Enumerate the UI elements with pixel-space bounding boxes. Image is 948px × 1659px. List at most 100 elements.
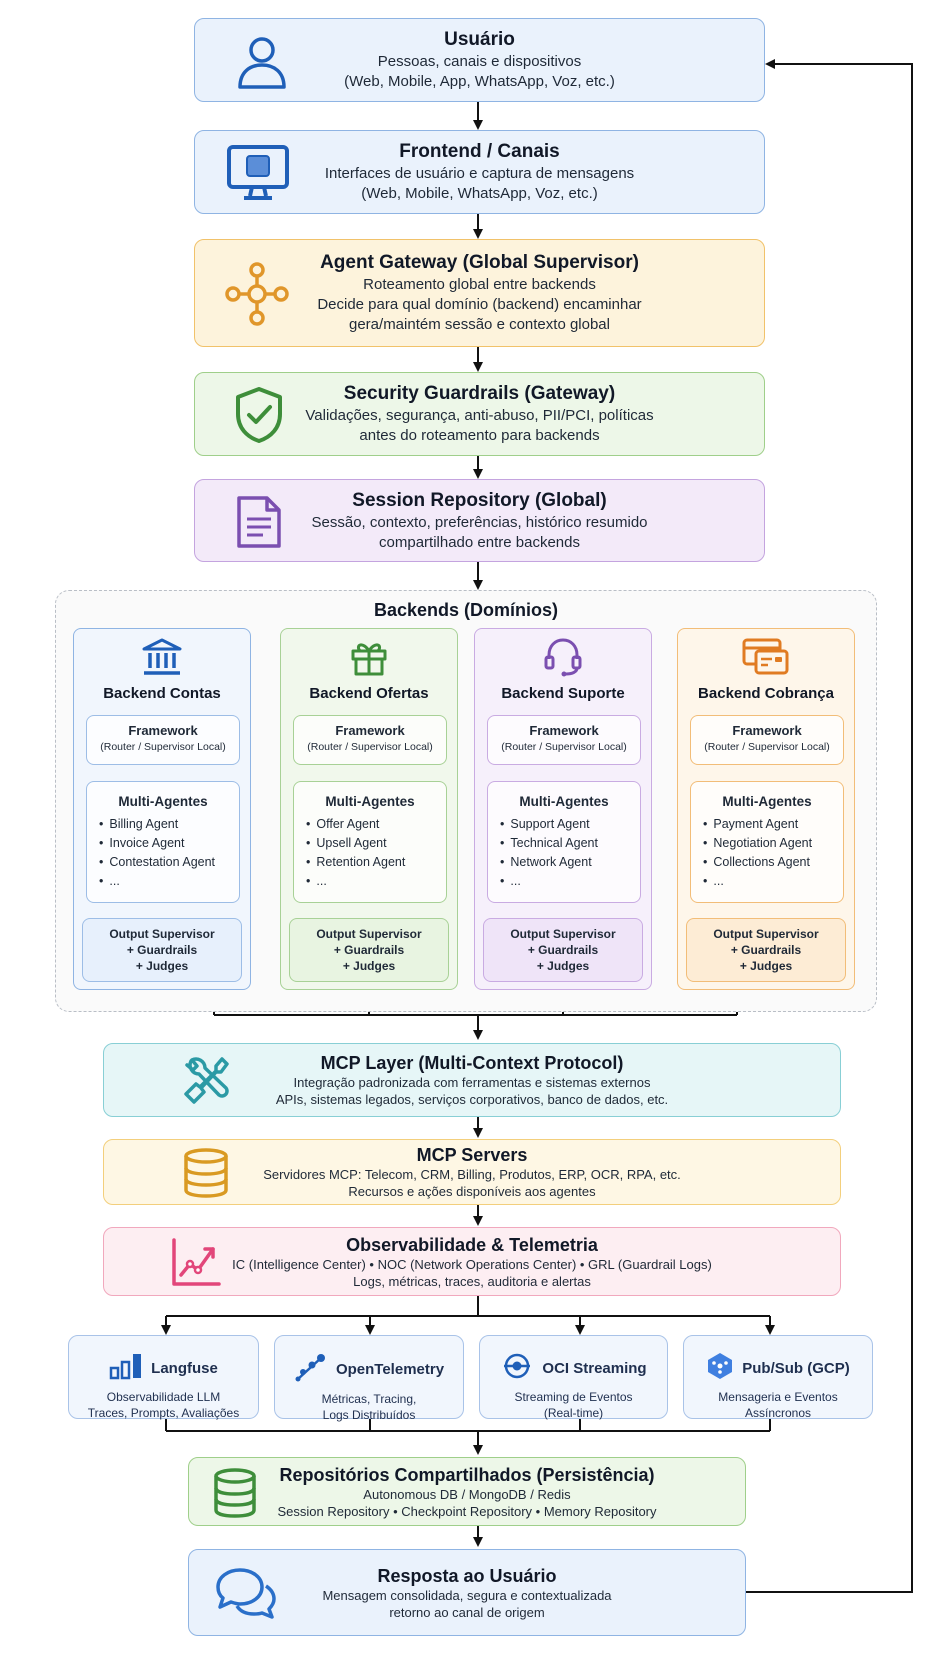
frontend-title: Frontend / Canais <box>399 141 560 162</box>
agent-item: Invoice Agent <box>99 834 239 853</box>
user-icon <box>233 33 291 91</box>
agent-item: Upsell Agent <box>306 834 446 853</box>
framework-box: Framework (Router / Supervisor Local) <box>293 715 447 765</box>
output-line: + Guardrails <box>730 943 802 957</box>
database-stack-icon <box>209 1468 261 1518</box>
observability-title: Observabilidade & Telemetria <box>346 1234 598 1255</box>
tools-icon <box>180 1054 234 1108</box>
bank-icon <box>74 637 250 677</box>
mcp-servers-box: MCP Servers Servidores MCP: Telecom, CRM… <box>103 1139 841 1205</box>
pubsub-box: Pub/Sub (GCP) Mensageria e Eventos Assín… <box>683 1335 873 1420</box>
repositorios-box: Repositórios Compartilhados (Persistênci… <box>188 1457 746 1526</box>
agent-item: Offer Agent <box>306 815 446 834</box>
agent-item: Contestation Agent <box>99 853 239 872</box>
document-icon <box>231 492 287 552</box>
session-line-1: Sessão, contexto, preferências, históric… <box>311 513 648 531</box>
output-line: Output Supervisor <box>109 927 215 941</box>
gateway-line-3: gera/maintém sessão e contexto global <box>349 316 610 333</box>
output-line: Output Supervisor <box>316 927 422 941</box>
output-line: Output Supervisor <box>713 927 819 941</box>
langfuse-line-2: Traces, Prompts, Avaliações <box>87 1406 240 1420</box>
framework-sub: (Router / Supervisor Local) <box>307 741 433 753</box>
output-line: + Judges <box>342 959 396 973</box>
backend-cobranca-title: Backend Cobrança <box>698 685 834 702</box>
pubsub-hexagon-icon <box>706 1352 734 1384</box>
mcp-layer-line-1: Integração padronizada com ferramentas e… <box>293 1075 651 1090</box>
mcp-layer-title: MCP Layer (Multi-Context Protocol) <box>320 1053 624 1073</box>
gateway-title: Agent Gateway (Global Supervisor) <box>320 252 639 273</box>
output-supervisor-box: Output Supervisor + Guardrails + Judges <box>289 918 449 982</box>
credit-card-icon <box>678 637 854 677</box>
framework-box: Framework (Router / Supervisor Local) <box>690 715 844 765</box>
framework-sub: (Router / Supervisor Local) <box>100 741 226 753</box>
agent-item: ... <box>99 872 239 891</box>
backend-suporte: Backend Suporte Framework (Router / Supe… <box>474 628 652 990</box>
mcp-servers-line-1: Servidores MCP: Telecom, CRM, Billing, P… <box>263 1167 681 1182</box>
chat-bubbles-icon <box>213 1564 279 1624</box>
output-line: + Guardrails <box>527 943 599 957</box>
backend-ofertas: Backend Ofertas Framework (Router / Supe… <box>280 628 458 990</box>
bar-chart-icon <box>109 1352 143 1384</box>
observability-line-2: Logs, métricas, traces, auditoria e aler… <box>353 1273 591 1289</box>
multi-agents-label: Multi-Agentes <box>722 794 812 809</box>
mcp-layer-box: MCP Layer (Multi-Context Protocol) Integ… <box>103 1043 841 1117</box>
gateway-line-2: Decide para qual domínio (backend) encam… <box>317 296 642 313</box>
frontend-line-2: (Web, Mobile, WhatsApp, Voz, etc.) <box>361 185 598 202</box>
security-guardrails-box: Security Guardrails (Gateway) Validações… <box>194 372 765 456</box>
multi-agents-box: Multi-Agentes Payment Agent Negotiation … <box>690 781 844 903</box>
output-line: Output Supervisor <box>510 927 616 941</box>
resposta-line-2: retorno ao canal de origem <box>389 1604 545 1620</box>
output-line: + Guardrails <box>126 943 198 957</box>
langfuse-box: Langfuse Observabilidade LLM Traces, Pro… <box>68 1335 259 1420</box>
agent-item: ... <box>500 872 640 891</box>
monitor-icon <box>225 143 291 203</box>
backends-title: Backends (Domínios) <box>373 600 559 620</box>
telescope-icon <box>294 1352 328 1386</box>
observability-line-1: IC (Intelligence Center) • NOC (Network … <box>232 1256 712 1272</box>
multi-agents-box: Multi-Agentes Offer Agent Upsell Agent R… <box>293 781 447 903</box>
framework-sub: (Router / Supervisor Local) <box>501 741 627 753</box>
opentelemetry-title: OpenTelemetry <box>335 1360 445 1378</box>
output-line: + Judges <box>135 959 189 973</box>
guardrails-line-1: Validações, segurança, anti-abuso, PII/P… <box>305 407 654 424</box>
output-line: + Judges <box>536 959 590 973</box>
langfuse-title: Langfuse <box>151 1359 218 1377</box>
output-supervisor-box: Output Supervisor + Guardrails + Judges <box>686 918 846 982</box>
oci-streaming-title: OCI Streaming <box>542 1359 647 1377</box>
frontend-box: Frontend / Canais Interfaces de usuário … <box>194 130 765 214</box>
observability-box: Observabilidade & Telemetria IC (Intelli… <box>103 1227 841 1296</box>
agent-item: Billing Agent <box>99 815 239 834</box>
backend-ofertas-title: Backend Ofertas <box>309 685 429 702</box>
database-icon <box>180 1148 232 1198</box>
backend-contas: Backend Contas Framework (Router / Super… <box>73 628 251 990</box>
session-line-2: compartilhado entre backends <box>379 533 580 551</box>
session-repository-box: Session Repository (Global) Sessão, cont… <box>194 479 765 562</box>
repos-line-1: Autonomous DB / MongoDB / Redis <box>363 1486 571 1502</box>
backend-contas-title: Backend Contas <box>103 685 221 702</box>
framework-label: Framework <box>529 723 599 738</box>
pubsub-title: Pub/Sub (GCP) <box>742 1359 850 1377</box>
headset-icon <box>475 637 651 677</box>
output-supervisor-box: Output Supervisor + Guardrails + Judges <box>82 918 242 982</box>
usuario-box: Usuário Pessoas, canais e dispositivos (… <box>194 18 765 102</box>
usuario-line-2: (Web, Mobile, App, WhatsApp, Voz, etc.) <box>344 73 615 90</box>
framework-box: Framework (Router / Supervisor Local) <box>86 715 240 765</box>
frontend-line-1: Interfaces de usuário e captura de mensa… <box>324 165 635 182</box>
agent-item: Technical Agent <box>500 834 640 853</box>
multi-agents-box: Multi-Agentes Support Agent Technical Ag… <box>487 781 641 903</box>
resposta-box: Resposta ao Usuário Mensagem consolidada… <box>188 1549 746 1636</box>
mcp-servers-title: MCP Servers <box>416 1145 528 1165</box>
framework-label: Framework <box>335 723 405 738</box>
agent-item: Negotiation Agent <box>703 834 843 853</box>
agent-gateway-box: Agent Gateway (Global Supervisor) Roteam… <box>194 239 765 347</box>
streaming-icon <box>500 1352 534 1384</box>
oci-streaming-line-2: (Real-time) <box>543 1406 604 1420</box>
gift-icon <box>281 637 457 677</box>
mcp-layer-line-2: APIs, sistemas legados, serviços corpora… <box>275 1092 669 1107</box>
session-title: Session Repository (Global) <box>352 489 607 511</box>
guardrails-line-2: antes do roteamento para backends <box>359 427 600 444</box>
framework-box: Framework (Router / Supervisor Local) <box>487 715 641 765</box>
output-line: + Guardrails <box>333 943 405 957</box>
multi-agents-label: Multi-Agentes <box>325 794 415 809</box>
opentelemetry-line-1: Métricas, Tracing, <box>321 1392 417 1406</box>
